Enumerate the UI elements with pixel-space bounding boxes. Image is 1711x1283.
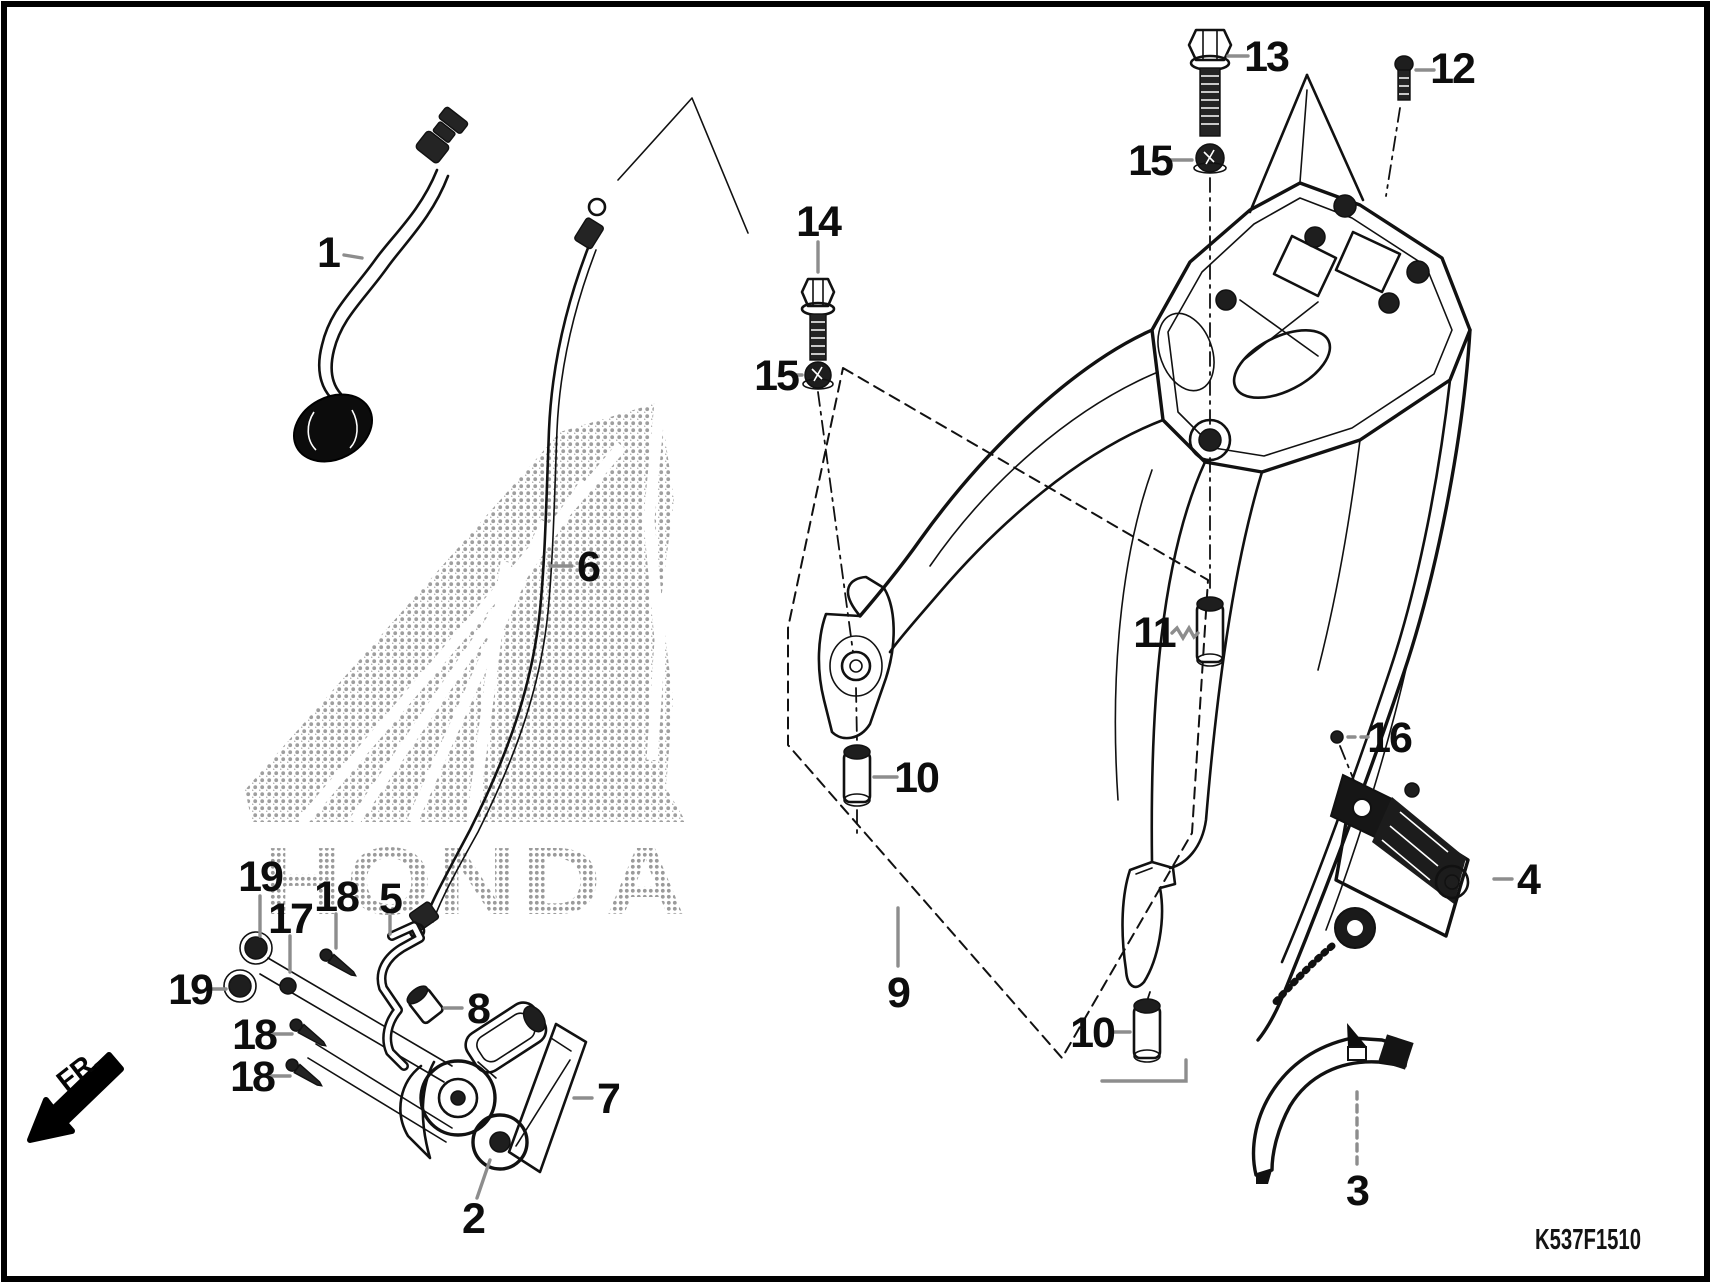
flange-bolt-14	[800, 277, 836, 361]
callout-number: 2	[462, 1195, 485, 1243]
lock-assembly-2	[399, 1001, 548, 1171]
callout-part-13: 13	[1226, 33, 1291, 81]
honda-wing-watermark: HONDA	[245, 401, 690, 935]
callout-part-3: 3	[1346, 1090, 1371, 1215]
callout-number: 19	[168, 966, 213, 1014]
callout-number: 6	[577, 543, 600, 591]
bracket-5	[376, 921, 425, 1071]
callout-number: 15	[754, 352, 799, 400]
callout-number: 17	[268, 895, 313, 943]
cable-part-1	[292, 106, 469, 463]
callout-part-16: 16	[1346, 714, 1414, 762]
callout-number: 18	[230, 1053, 275, 1101]
callout-leader	[1170, 624, 1200, 642]
callout-number: 7	[597, 1075, 620, 1123]
callout-part-6: 6	[548, 543, 602, 591]
callout-part-18: 18	[314, 873, 361, 950]
bolt-17	[279, 977, 297, 995]
body-panel-dashed-outline	[787, 367, 1209, 1059]
callout-number: 12	[1430, 45, 1475, 93]
callout-number: 4	[1517, 856, 1541, 904]
rubber-bushing-10-upper	[842, 744, 872, 807]
cable-part-6	[408, 197, 607, 940]
latch-assembly-4	[1268, 773, 1470, 1010]
screw-12	[1394, 55, 1414, 101]
honda-watermark-text: HONDA	[262, 828, 690, 935]
flange-nut-15-top	[1193, 143, 1227, 174]
screw-18-a	[319, 948, 357, 977]
callout-number: 18	[232, 1011, 277, 1059]
nut-19-a	[239, 931, 273, 965]
screw-18-c	[285, 1058, 323, 1087]
callout-number: 5	[379, 875, 402, 923]
callout-part-10: 10	[1070, 1009, 1132, 1057]
callout-leader	[342, 253, 364, 260]
rubber-bushing-10-lower	[1132, 998, 1162, 1063]
callout-part-15: 15	[754, 352, 804, 400]
diagram-code: K537F1510	[1535, 1224, 1641, 1256]
screw-18-b	[289, 1018, 327, 1047]
flange-bolt-13	[1187, 28, 1233, 137]
callout-number: 19	[238, 853, 283, 901]
flange-nut-15-left	[802, 361, 834, 390]
callout-number: 15	[1128, 137, 1173, 185]
callout-part-11: 11	[1133, 609, 1200, 657]
callout-number: 18	[314, 873, 359, 921]
callout-part-2: 2	[462, 1158, 492, 1243]
callout-number: 13	[1244, 33, 1289, 81]
callout-number: 14	[796, 198, 842, 246]
callout-number: 1	[317, 229, 340, 277]
callout-part-19: 19	[238, 853, 285, 938]
callout-number: 11	[1133, 609, 1176, 657]
nut-19-b	[223, 969, 257, 1003]
callout-part-7: 7	[572, 1075, 622, 1123]
callout-number: 16	[1367, 714, 1412, 762]
callout-leader	[475, 1158, 492, 1200]
callout-number: 3	[1346, 1167, 1369, 1215]
fasteners	[223, 28, 1414, 1087]
assembly-axis-lines	[259, 97, 1401, 1143]
pad-7	[507, 1022, 588, 1174]
callout-part-18: 18	[232, 1011, 294, 1059]
callout-number: 8	[467, 985, 490, 1033]
callout-part-19: 19	[168, 966, 228, 1014]
pin-8	[406, 985, 444, 1025]
callout-part-12: 12	[1414, 45, 1477, 93]
callout-part-15: 15	[1128, 137, 1194, 185]
callout-part-4: 4	[1492, 856, 1543, 904]
callout-part-14: 14	[796, 198, 844, 274]
callout-part-17: 17	[268, 895, 315, 974]
callout-number: 10	[894, 754, 939, 802]
callout-part-9: 9	[887, 906, 912, 1017]
support-arm-3	[1251, 1023, 1414, 1184]
callout-number: 9	[887, 969, 910, 1017]
screw-16	[1330, 730, 1344, 744]
rubber-bushing-11	[1195, 596, 1225, 667]
callout-part-8: 8	[442, 985, 492, 1033]
callout-part-18: 18	[230, 1053, 292, 1101]
callout-part-5: 5	[379, 875, 404, 936]
callout-part-10: 10	[872, 754, 941, 802]
callout-part-1: 1	[317, 229, 364, 277]
callout-number: 10	[1070, 1009, 1115, 1057]
